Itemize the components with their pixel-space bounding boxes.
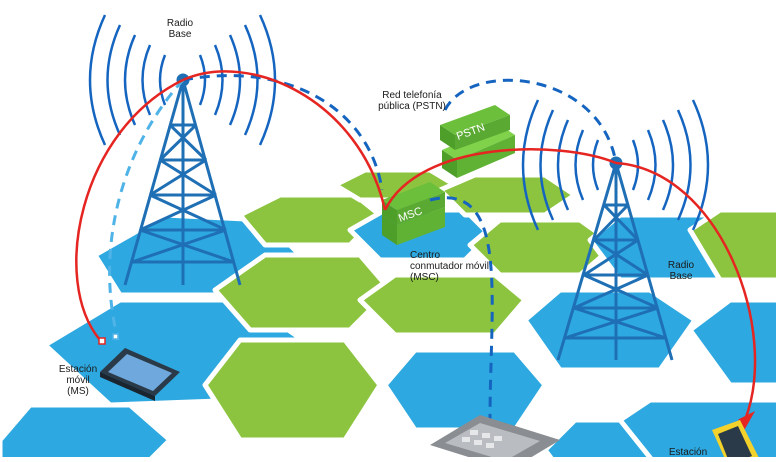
pstn-box-icon: PSTN [440,105,515,178]
red-link-left-tower-msc [182,70,387,211]
label-radio-base-right: Radio [668,260,695,271]
hex-cell [687,207,776,283]
hex-cell [522,287,698,373]
red-link-right-tower-station [615,161,757,421]
telephone-keypad-icon [430,415,560,462]
label-mobile-station: (MS) [67,386,89,397]
link-endpoint-marker [112,333,119,340]
label-mobile-station: Estación [59,364,97,375]
hex-cell [0,402,173,462]
dashed-link-msc-phone [429,196,494,421]
label-pstn: pública (PSTN) [378,101,446,112]
mobile-phone-icon [712,420,760,462]
msc-box-icon: MSC [382,182,445,245]
label-mobile-station: móvil [66,375,89,386]
radio-tower-icon [123,73,242,286]
red-link-msc-right-tower [383,148,617,211]
labels: Radio Base Red telefonía pública (PSTN) … [59,18,707,458]
dashed-link-left-tower-msc [182,74,384,191]
label-msc: Centro [410,250,440,261]
label-msc: (MSC) [410,272,439,283]
label-radio-base-left: Radio [167,18,194,29]
link-endpoint-marker [98,337,106,345]
dashed-link-left-tower-ms [108,78,185,341]
dashed-links [108,74,618,421]
signal-waves-icon [521,99,710,231]
hex-cell [382,347,548,433]
label-msc: conmutador móvil [410,261,489,272]
hex-cell [357,272,528,338]
label-radio-base-right: Base [670,271,693,282]
label-radio-base-left: Base [169,29,192,40]
hex-cell [202,337,383,443]
mobile-phone-icon [100,348,180,401]
hex-cell [437,172,578,218]
red-link-left-tower-ms [75,78,184,341]
red-links [75,70,757,431]
label-station-bottom-right: Estación [669,447,707,457]
dashed-link-pstn-right-tower [443,78,618,164]
hex-cell [687,297,776,388]
label-pstn: Red telefonía [382,90,442,101]
